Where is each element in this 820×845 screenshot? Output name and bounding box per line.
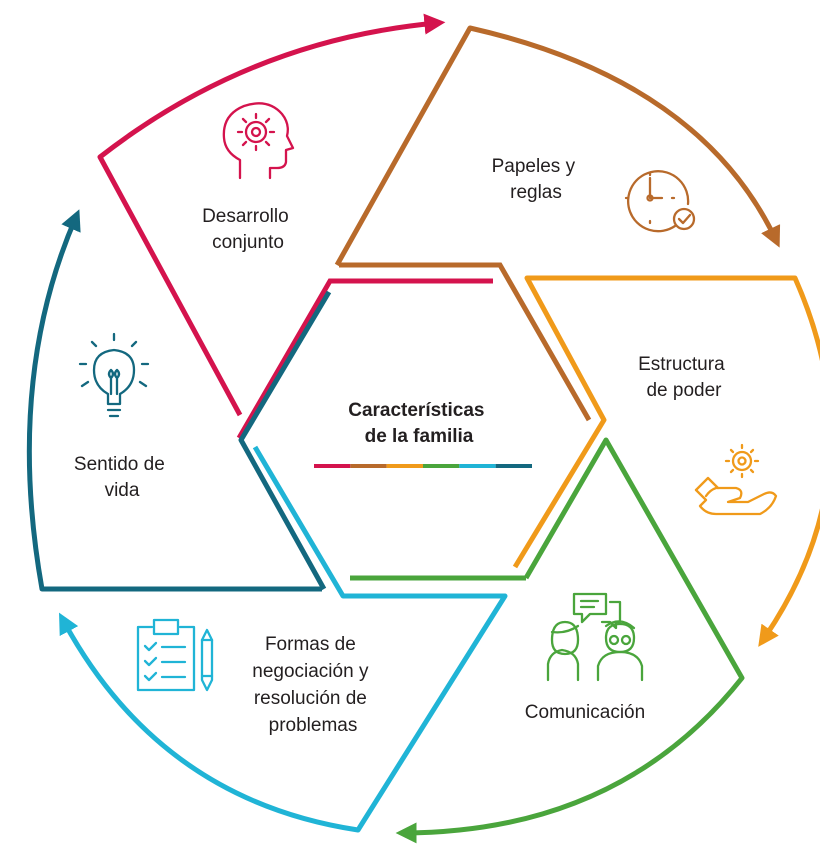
segment-sentido-de-vida: Sentido de vida <box>26 217 332 592</box>
clock-check-icon <box>624 170 696 233</box>
center-hexagon: Características de la familia <box>314 400 532 468</box>
segment-outline <box>97 13 446 417</box>
center-title: Características de la familia <box>348 400 490 447</box>
segment-comunicacion: Comunicación <box>350 437 745 844</box>
segment-outline <box>59 445 508 833</box>
hexagon-edge <box>339 262 592 422</box>
segment-outline <box>26 217 332 592</box>
label-comunicacion: Comunicación <box>525 702 645 723</box>
segment-formas-de-negociacion: Formas de negociación y resolución de pr… <box>59 445 508 833</box>
label-estructura-de-poder: Estructura de poder <box>638 354 730 401</box>
segment-outline <box>334 25 781 267</box>
segment-desarrollo-conjunto: Desarrollo conjunto <box>97 13 493 440</box>
label-papeles-y-reglas: Papeles y reglas <box>492 156 581 203</box>
hexagon-edge <box>236 278 493 440</box>
segment-estructura-de-poder: Estructura de poder <box>512 275 820 647</box>
label-sentido-de-vida: Sentido de vida <box>74 454 170 501</box>
label-formas-de-negociacion: Formas de negociación y resolución de pr… <box>252 634 373 736</box>
head-gear-icon <box>222 102 295 180</box>
clipboard-checklist-icon <box>136 618 214 692</box>
people-chat-icon <box>546 592 644 682</box>
hand-gear-icon <box>694 443 778 516</box>
lightbulb-icon <box>78 332 150 418</box>
segment-papeles-y-reglas: Papeles y reglas <box>334 25 781 422</box>
segment-outline <box>395 437 745 844</box>
label-desarrollo-conjunto: Desarrollo conjunto <box>202 206 294 253</box>
segment-outline <box>512 275 820 647</box>
